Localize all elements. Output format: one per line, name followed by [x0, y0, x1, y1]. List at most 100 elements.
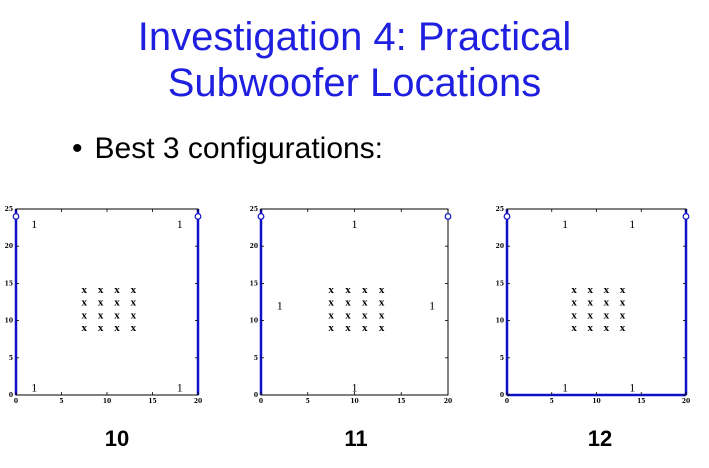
listener-marker: x — [620, 322, 626, 334]
x-tick-label: 15 — [148, 398, 156, 405]
listener-marker: x — [571, 284, 577, 296]
listener-marker: x — [345, 322, 351, 334]
source-label: 1 — [429, 299, 435, 313]
x-tick-label: 0 — [14, 398, 18, 405]
source-label: 1 — [177, 381, 183, 395]
listener-marker: x — [82, 309, 88, 321]
source-label: 1 — [177, 217, 183, 231]
x-tick-label: 5 — [306, 398, 310, 405]
y-tick-label: 25 — [250, 206, 258, 213]
y-tick-label: 5 — [9, 355, 13, 362]
listener-marker: x — [362, 322, 368, 334]
listener-marker: x — [379, 297, 385, 309]
listener-marker: x — [114, 322, 120, 334]
x-tick-label: 5 — [550, 398, 554, 405]
title-line-2: Subwoofer Locations — [167, 61, 542, 105]
corner-marker-circle — [503, 213, 511, 220]
x-tick-label: 20 — [194, 398, 202, 405]
slide-title: Investigation 4: Practical Subwoofer Loc… — [0, 14, 709, 106]
axes-frame — [260, 208, 449, 396]
listener-marker: x — [131, 297, 137, 309]
listener-marker: x — [587, 297, 593, 309]
listener-marker: x — [587, 284, 593, 296]
bullet-text: Best 3 configurations: — [94, 132, 384, 165]
x-tick-label: 15 — [637, 398, 645, 405]
listener-marker: x — [131, 284, 137, 296]
listener-marker: x — [98, 297, 104, 309]
y-tick-label: 10 — [250, 318, 258, 325]
source-label: 1 — [562, 381, 568, 395]
listener-marker: x — [604, 284, 610, 296]
bullet-dot-icon: • — [72, 132, 83, 165]
y-tick-label: 15 — [250, 280, 258, 287]
source-label: 1 — [352, 217, 358, 231]
source-label: 1 — [31, 217, 37, 231]
listener-marker: x — [379, 322, 385, 334]
corner-marker-circle — [194, 213, 202, 220]
caption-10: 10 — [104, 426, 130, 451]
listener-marker: x — [82, 297, 88, 309]
corner-marker-circle — [12, 213, 20, 220]
x-tick-label: 20 — [444, 398, 452, 405]
x-tick-label: 10 — [592, 398, 600, 405]
x-tick-label: 0 — [505, 398, 509, 405]
listener-marker: x — [345, 284, 351, 296]
caption-11: 11 — [344, 426, 368, 451]
listener-marker: x — [114, 309, 120, 321]
listener-marker: x — [571, 322, 577, 334]
y-tick-label: 25 — [496, 206, 504, 213]
y-tick-label: 5 — [500, 355, 504, 362]
y-tick-label: 10 — [496, 318, 504, 325]
axes-frame — [15, 208, 199, 396]
x-tick-label: 20 — [682, 398, 690, 405]
source-label: 1 — [31, 381, 37, 395]
listener-marker: x — [362, 297, 368, 309]
listener-marker: x — [379, 284, 385, 296]
listener-marker: x — [620, 297, 626, 309]
listener-marker: x — [98, 284, 104, 296]
listener-marker: x — [328, 284, 334, 296]
listener-marker: x — [345, 309, 351, 321]
listener-marker: x — [571, 297, 577, 309]
listener-marker: x — [98, 309, 104, 321]
source-label: 1 — [277, 299, 283, 313]
listener-marker: x — [98, 322, 104, 334]
x-tick-label: 5 — [59, 398, 63, 405]
y-tick-label: 0 — [9, 392, 13, 399]
corner-marker-circle — [682, 213, 690, 220]
listener-marker: x — [571, 309, 577, 321]
listener-marker: x — [328, 309, 334, 321]
title-line-1: Investigation 4: Practical — [137, 15, 572, 59]
y-tick-label: 15 — [5, 280, 13, 287]
x-tick-label: 0 — [259, 398, 263, 405]
x-tick-label: 10 — [103, 398, 111, 405]
listener-marker: x — [620, 309, 626, 321]
listener-marker: x — [82, 322, 88, 334]
listener-marker: x — [587, 322, 593, 334]
listener-marker: x — [345, 297, 351, 309]
corner-marker-circle — [257, 213, 265, 220]
listener-marker: x — [362, 309, 368, 321]
listener-marker: x — [114, 297, 120, 309]
listener-marker: x — [328, 297, 334, 309]
listener-marker: x — [604, 322, 610, 334]
x-tick-label: 15 — [397, 398, 405, 405]
y-tick-label: 10 — [5, 318, 13, 325]
bullet-item: • Best 3 configurations: — [72, 132, 383, 166]
x-tick-label: 10 — [350, 398, 358, 405]
listener-marker: x — [604, 309, 610, 321]
source-label: 1 — [352, 381, 358, 395]
y-tick-label: 0 — [500, 392, 504, 399]
listener-marker: x — [131, 309, 137, 321]
listener-marker: x — [328, 322, 334, 334]
listener-marker: x — [379, 309, 385, 321]
y-tick-label: 15 — [496, 280, 504, 287]
y-tick-label: 20 — [496, 243, 504, 250]
y-tick-label: 20 — [250, 243, 258, 250]
y-tick-label: 20 — [5, 243, 13, 250]
listener-marker: x — [362, 284, 368, 296]
corner-marker-circle — [444, 213, 452, 220]
source-label: 1 — [629, 217, 635, 231]
